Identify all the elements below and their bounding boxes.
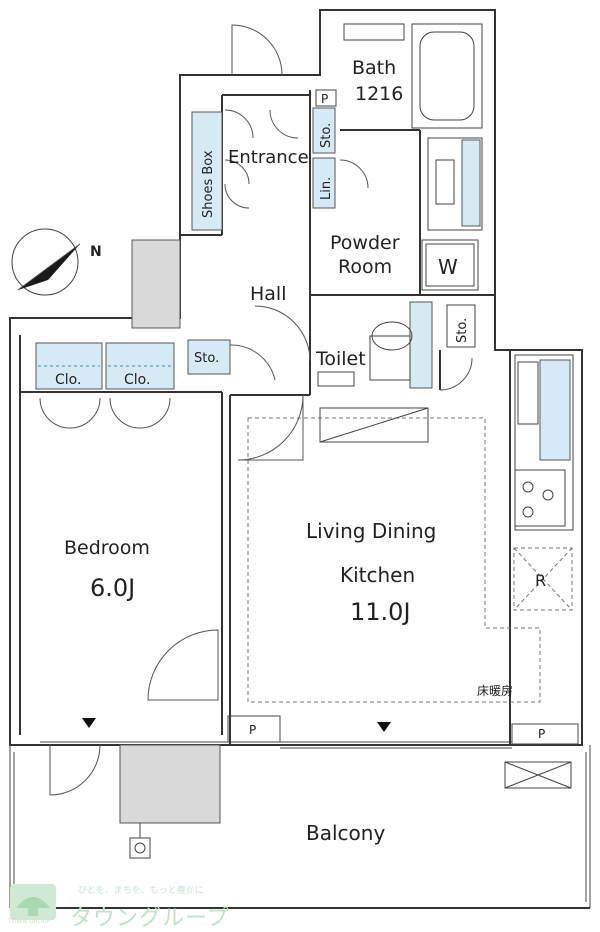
closet-right [105, 342, 175, 390]
linen-label: Lin. [319, 177, 334, 200]
shoes-box [191, 111, 223, 231]
toilet-counter [317, 371, 355, 387]
toilet-fixture [369, 321, 413, 381]
shoes-box-label: Shoes Box [201, 150, 216, 218]
structural-column [131, 239, 181, 329]
pipe-space-ldk-label: P [249, 723, 256, 737]
brand-logo-icon [10, 884, 56, 920]
balcony-column [119, 744, 221, 824]
bedroom-label: Bedroom [64, 537, 150, 559]
powder-room-label-2: Room [338, 256, 392, 278]
pipe-space-bath [315, 89, 337, 107]
hall-storage-label: Sto. [194, 351, 219, 366]
toilet-storage [446, 304, 476, 348]
bedroom-size-label: 6.0J [90, 574, 135, 602]
brand-name: タウングループ [70, 906, 230, 931]
bath-size-label: 1216 [355, 83, 403, 105]
toilet-storage-label: Sto. [455, 318, 470, 343]
entrance-storage [312, 107, 336, 154]
floor-heating-area [247, 417, 541, 703]
linen-closet [312, 157, 336, 209]
washer-space [421, 239, 479, 291]
brand-tagline: ひとを、まちを、もっと豊かに [78, 886, 204, 896]
hall-storage [187, 339, 231, 375]
bathtub [411, 23, 483, 129]
vanity-edge [461, 139, 481, 227]
hall-label: Hall [250, 283, 287, 305]
refrigerator-space [513, 547, 573, 611]
pipe-space-kitchen-label: P [538, 727, 545, 741]
vanity [427, 137, 483, 231]
toilet-tank [409, 301, 433, 389]
ldk-label-1: Living Dining [306, 519, 436, 543]
balcony-drain [129, 823, 151, 859]
washer-label: W [438, 255, 458, 279]
kitchen-counter [514, 354, 574, 531]
pipe-space-ldk [227, 715, 281, 743]
stove-icon [514, 469, 566, 527]
vanity-basin [435, 159, 455, 205]
closet-left [35, 342, 103, 390]
refrigerator-label: R [535, 571, 546, 590]
powder-room-label-1: Powder [330, 232, 400, 254]
interior-walls [19, 90, 511, 745]
north-compass-icon [11, 228, 81, 296]
closet-left-label: Clo. [55, 372, 81, 388]
ac-unit [319, 407, 429, 443]
pipe-space-kitchen [511, 723, 579, 745]
compass-north-label: N [90, 244, 102, 260]
bath-door-panel [343, 23, 405, 41]
doors [39, 24, 473, 796]
outer-walls [9, 9, 591, 909]
floor-heating-label: 床暖房 [477, 683, 513, 698]
pipe-space-bath-label: P [321, 92, 328, 106]
evacuation-hatch [504, 761, 572, 789]
windows [40, 718, 512, 749]
brand-small-label: TOWN GROUP [8, 918, 51, 925]
closet-right-label: Clo. [124, 372, 150, 388]
bath-label: Bath [352, 57, 396, 79]
toilet-label: Toilet [315, 348, 366, 370]
ldk-size-label: 11.0J [350, 598, 411, 626]
entrance-storage-label: Sto. [319, 123, 334, 148]
entrance-label: Entrance [228, 147, 309, 168]
balcony-label: Balcony [306, 821, 385, 845]
ldk-label-2: Kitchen [340, 563, 415, 587]
